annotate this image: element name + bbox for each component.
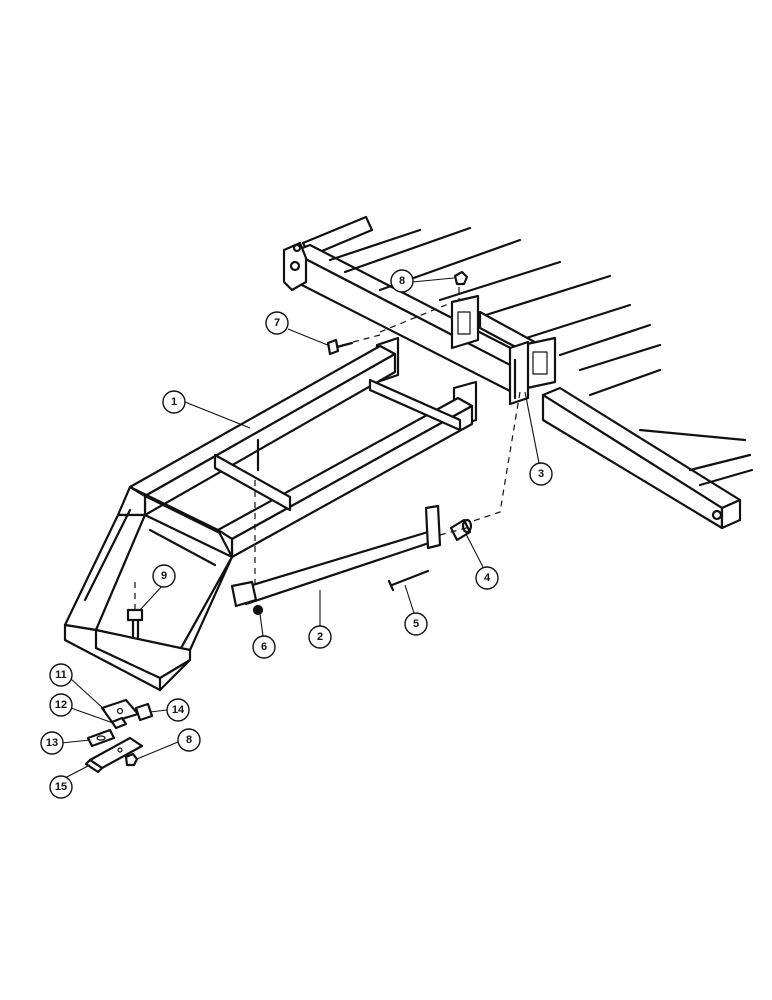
callout-5: 5 bbox=[404, 612, 428, 636]
callout-8-top: 8 bbox=[390, 269, 414, 293]
callout-12: 12 bbox=[49, 693, 73, 717]
svg-text:15: 15 bbox=[55, 781, 67, 793]
bolt-9 bbox=[126, 608, 144, 640]
plate-13 bbox=[86, 728, 116, 748]
callout-2: 2 bbox=[308, 625, 332, 649]
svg-text:8: 8 bbox=[399, 275, 405, 287]
nut-8-bottom bbox=[124, 752, 139, 767]
svg-text:4: 4 bbox=[484, 572, 491, 584]
svg-text:11: 11 bbox=[55, 669, 67, 681]
callout-8-bottom: 8 bbox=[177, 728, 201, 752]
callout-1: 1 bbox=[162, 390, 186, 414]
bolt-7 bbox=[326, 338, 354, 356]
nut-6 bbox=[252, 604, 264, 616]
hitch-clevis-15 bbox=[84, 736, 144, 774]
long-bolt bbox=[387, 569, 430, 592]
callout-9: 9 bbox=[152, 564, 176, 588]
leader-lines bbox=[60, 277, 540, 781]
brace-bar bbox=[230, 504, 442, 608]
svg-text:8: 8 bbox=[186, 734, 192, 746]
svg-text:12: 12 bbox=[55, 699, 67, 711]
svg-text:2: 2 bbox=[317, 631, 323, 643]
block-14 bbox=[134, 702, 154, 722]
svg-text:9: 9 bbox=[161, 570, 167, 582]
main-frame-toolbar bbox=[282, 215, 754, 530]
svg-text:1: 1 bbox=[171, 396, 177, 408]
nut-8-top bbox=[453, 270, 469, 286]
callout-6: 6 bbox=[252, 635, 276, 659]
callout-13: 13 bbox=[40, 731, 64, 755]
svg-text:6: 6 bbox=[261, 641, 267, 653]
pin bbox=[449, 518, 473, 542]
svg-text:5: 5 bbox=[413, 618, 419, 630]
callout-4: 4 bbox=[475, 566, 499, 590]
svg-text:14: 14 bbox=[172, 704, 185, 716]
pin-12 bbox=[110, 716, 128, 730]
callout-11: 11 bbox=[49, 663, 73, 687]
callout-7: 7 bbox=[265, 311, 289, 335]
callout-3: 3 bbox=[529, 462, 553, 486]
assembly-dashed-lines bbox=[134, 287, 521, 610]
svg-text:3: 3 bbox=[538, 468, 544, 480]
svg-text:13: 13 bbox=[46, 737, 58, 749]
svg-text:7: 7 bbox=[274, 317, 280, 329]
callout-15: 15 bbox=[49, 775, 73, 799]
callout-14: 14 bbox=[166, 698, 190, 722]
hitch-tongue-frame bbox=[63, 336, 478, 692]
